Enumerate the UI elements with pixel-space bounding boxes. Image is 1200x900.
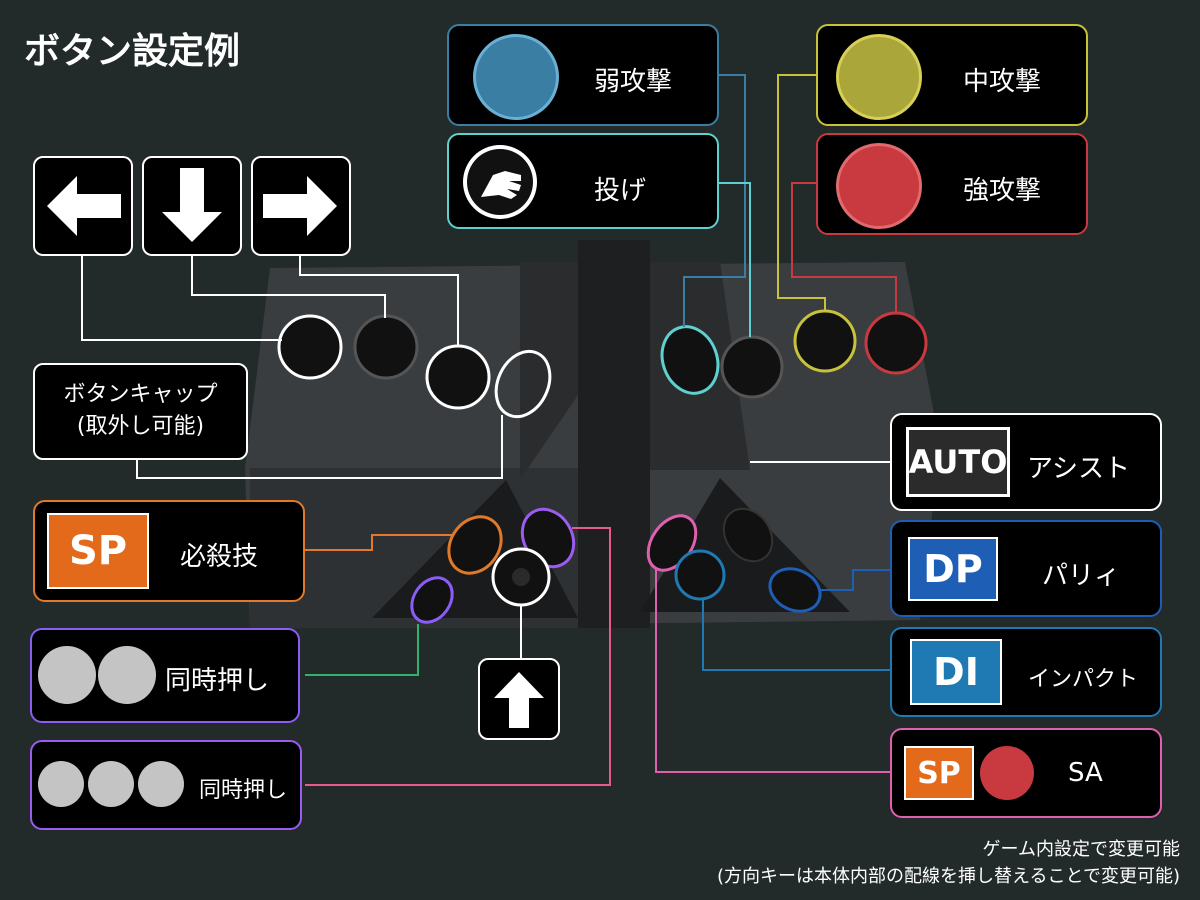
right-buttons <box>660 309 928 399</box>
two-button-press-box[interactable]: 同時押し <box>30 628 300 723</box>
two-press-label: 同時押し <box>165 666 270 696</box>
footer-note-1: ゲーム内設定で変更可能 <box>982 839 1180 860</box>
dp-badge: DP <box>908 537 998 601</box>
press-circle-1 <box>38 646 96 704</box>
medium-attack-circle <box>836 34 922 120</box>
special-move-box[interactable]: SP 必殺技 <box>33 500 305 602</box>
down-arrow-icon <box>162 168 222 242</box>
light-attack-box[interactable]: 弱攻撃 <box>447 24 719 126</box>
down-arrow-key[interactable] <box>142 156 242 256</box>
button-cap-line1: ボタンキャップ <box>63 382 218 407</box>
assist-box[interactable]: AUTO アシスト <box>890 413 1162 511</box>
button-cap-note: ボタンキャップ (取外し可能) <box>33 363 248 460</box>
light-attack-label: 弱攻撃 <box>594 67 673 97</box>
light-attack-circle <box>473 34 559 120</box>
heavy-attack-circle <box>836 143 922 229</box>
assist-label: アシスト <box>1027 454 1130 484</box>
sa-sp-badge: SP <box>904 746 974 800</box>
special-move-label: 必殺技 <box>180 542 259 572</box>
impact-box[interactable]: DI インパクト <box>890 627 1162 717</box>
heavy-attack-box[interactable]: 強攻撃 <box>816 133 1088 235</box>
sa-heavy-circle <box>980 746 1034 800</box>
sa-label: SA <box>1068 758 1103 788</box>
parry-box[interactable]: DP パリィ <box>890 520 1162 617</box>
heavy-attack-label: 強攻撃 <box>963 176 1042 206</box>
connector-lines <box>81 74 897 786</box>
three-button-press-box[interactable]: 同時押し <box>30 740 302 830</box>
press-circle-3a <box>38 761 84 807</box>
grab-hand-icon <box>463 145 537 219</box>
press-circle-3c <box>138 761 184 807</box>
three-press-label: 同時押し <box>199 778 288 803</box>
super-art-box[interactable]: SP SA <box>890 728 1162 818</box>
medium-attack-box[interactable]: 中攻撃 <box>816 24 1088 126</box>
controller-body <box>245 240 940 628</box>
left-buttons <box>277 314 552 419</box>
medium-attack-label: 中攻撃 <box>963 67 1042 97</box>
button-cap-line2: (取外し可能) <box>76 414 205 439</box>
thumb-buttons <box>410 507 822 624</box>
parry-label: パリィ <box>1042 561 1121 591</box>
left-arrow-icon <box>47 176 121 236</box>
auto-badge: AUTO <box>906 427 1010 497</box>
footer-note-2: (方向キーは本体内部の配線を挿し替えることで変更可能) <box>717 866 1180 887</box>
throw-box[interactable]: 投げ <box>447 133 719 229</box>
press-circle-2 <box>98 646 156 704</box>
page-title: ボタン設定例 <box>24 31 241 72</box>
right-arrow-key[interactable] <box>251 156 351 256</box>
up-arrow-icon <box>494 672 544 728</box>
press-circle-3b <box>88 761 134 807</box>
sp-badge: SP <box>47 513 149 589</box>
left-arrow-key[interactable] <box>33 156 133 256</box>
impact-label: インパクト <box>1028 667 1139 692</box>
right-arrow-icon <box>263 176 337 236</box>
di-badge: DI <box>910 639 1002 705</box>
up-arrow-key[interactable] <box>478 658 560 740</box>
throw-label: 投げ <box>594 176 647 206</box>
